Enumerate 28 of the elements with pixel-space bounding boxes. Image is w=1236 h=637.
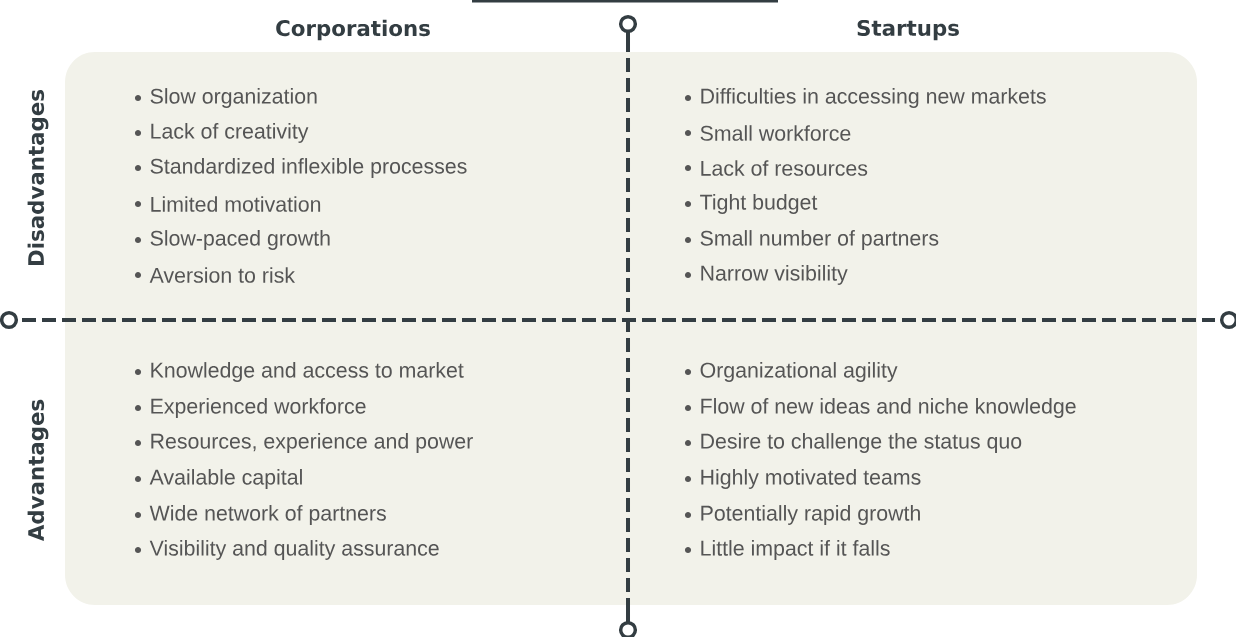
bullet-item: Wide network of partners (134, 505, 386, 525)
bullet-item: Knowledge and access to market (134, 362, 464, 382)
column-heading: Corporations (276, 19, 430, 41)
bullet-item: Visibility and quality assurance (134, 540, 439, 560)
bullet-item: Small workforce (684, 125, 851, 141)
bullet-item: Little impact if it falls (684, 540, 890, 560)
column-heading: Startups (857, 19, 959, 41)
bullet-item: Highly motivated teams (684, 469, 921, 489)
bullet-item: Lack of resources (684, 160, 868, 176)
bullet-item: Potentially rapid growth (684, 505, 920, 525)
bullet-item: Small number of partners (684, 230, 939, 250)
bullet-item: Slow organization (134, 88, 317, 108)
bullet-item: Resources, experience and power (134, 433, 473, 453)
bullet-item: Organizational agility (684, 362, 898, 382)
bullet-item: Experienced workforce (134, 398, 366, 418)
bullet-item: Flow of new ideas and niche knowledge (684, 398, 1076, 418)
bullet-item: Standardized inflexible processes (134, 158, 467, 178)
bullet-item: Limited motivation (134, 196, 321, 212)
bullet-item: Lack of creativity (134, 123, 309, 143)
row-heading: Advantages (27, 399, 49, 542)
bullet-item: Narrow visibility (684, 265, 848, 285)
bullet-item: Slow-paced growth (134, 230, 330, 250)
row-heading: Disadvantages (27, 90, 49, 265)
bullet-item: Aversion to risk (134, 267, 296, 283)
bullet-item: Desire to challenge the status quo (684, 433, 1022, 453)
bullet-item: Difficulties in accessing new markets (684, 88, 1046, 108)
bullet-item: Available capital (134, 469, 302, 489)
bullet-item: Tight budget (684, 194, 818, 214)
